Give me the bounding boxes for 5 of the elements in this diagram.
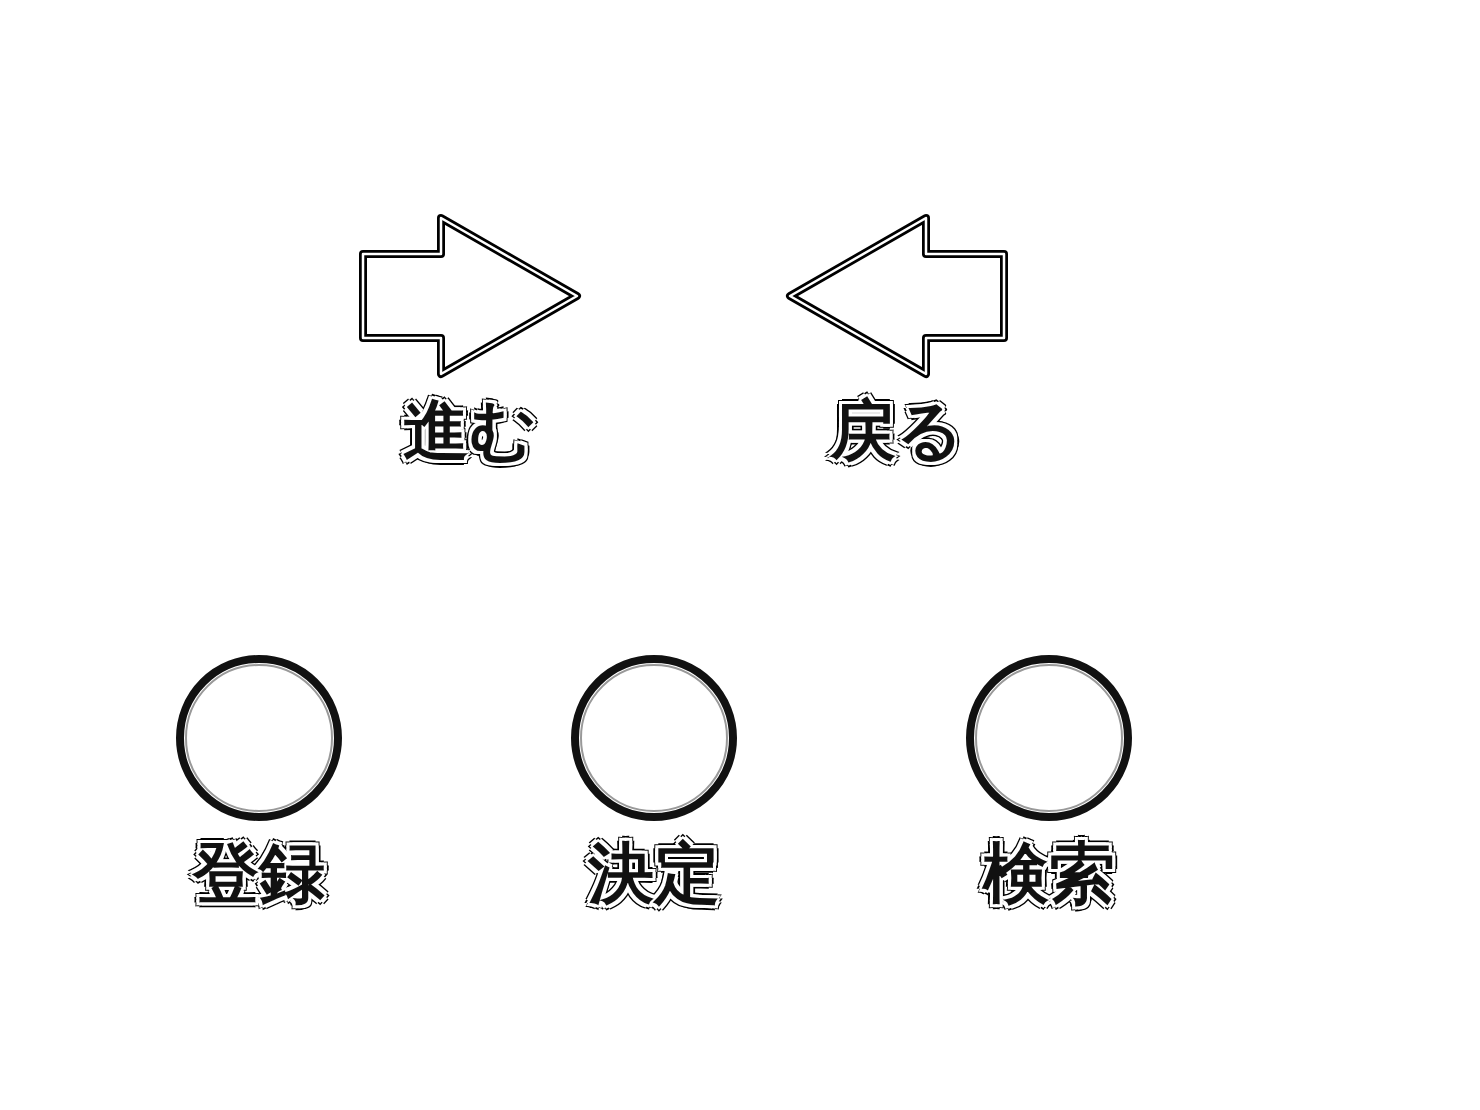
button-label: 決定 — [588, 841, 720, 907]
button-label: 登録 — [193, 841, 325, 907]
button-label: 進む — [403, 398, 537, 464]
button-label: 検索 — [983, 841, 1115, 907]
button-label: 戻る — [830, 398, 964, 464]
